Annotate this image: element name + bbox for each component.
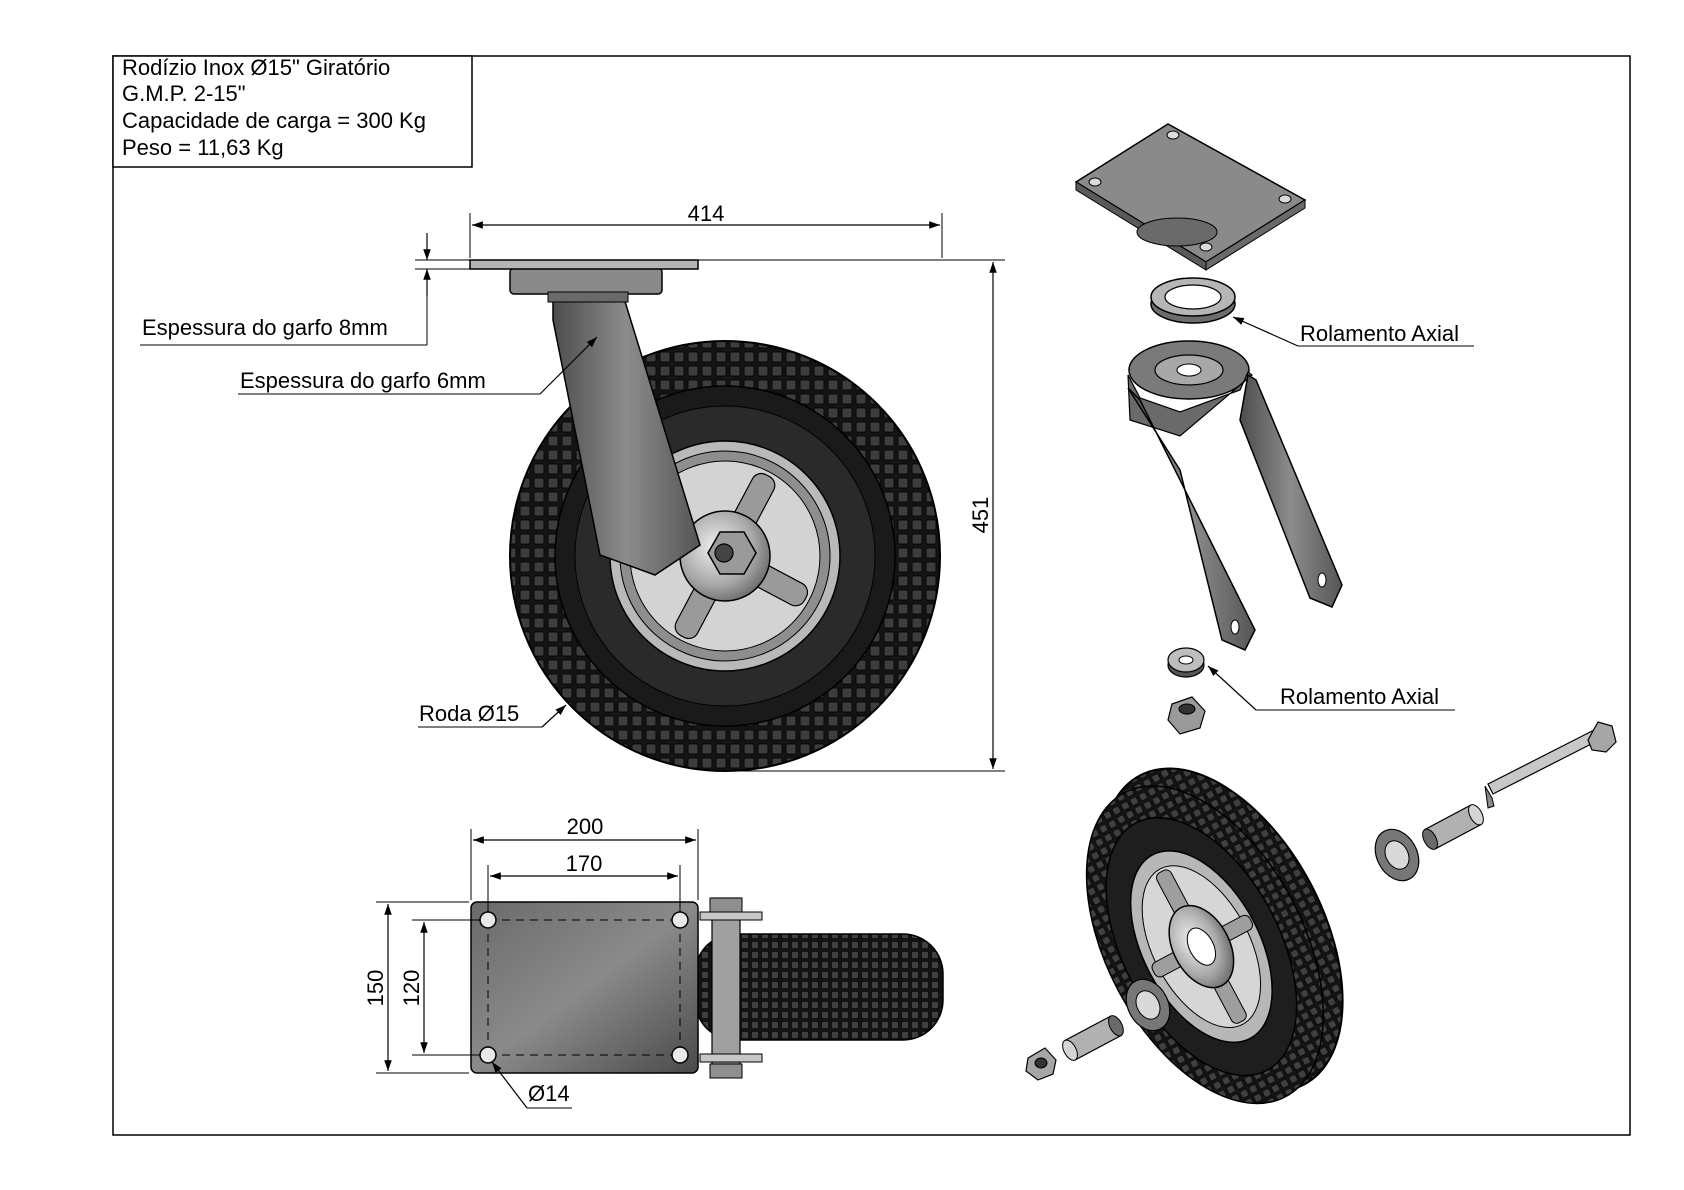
exploded-axle-bolt — [1484, 721, 1617, 809]
exploded-wheel — [1085, 767, 1344, 1105]
title-line-product: Rodízio Inox Ø15" Giratório — [122, 55, 390, 80]
title-block: Rodízio Inox Ø15" Giratório G.M.P. 2-15"… — [112, 55, 473, 168]
dimension-overall-height: 451 — [968, 497, 993, 534]
exploded-spacer-right — [1422, 804, 1484, 850]
callout-fork-thickness-6mm: Espessura do garfo 6mm — [240, 368, 486, 393]
sheet-border — [112, 55, 1631, 1136]
exploded-view-wheel — [1025, 721, 1617, 1105]
dimension-hole-spacing-x: 170 — [566, 851, 603, 876]
exploded-spacer-left — [1062, 1015, 1124, 1061]
exploded-axial-bearing-top — [1150, 277, 1236, 324]
title-line-capacity: Capacidade de carga = 300 Kg — [122, 108, 426, 133]
side-view: 414 451 Espessura do garfo 8mm Espessura… — [140, 201, 1005, 772]
dimension-plate-depth: 150 — [363, 970, 388, 1007]
exploded-axial-bearing-bottom — [1167, 647, 1205, 678]
side-view-swivel-head — [509, 267, 663, 295]
dimension-overall-width: 414 — [688, 201, 725, 226]
mounting-holes — [479, 911, 689, 1064]
top-view: 200 170 150 120 Ø14 — [363, 814, 944, 1109]
side-view-top-plate — [469, 259, 699, 270]
title-line-model: G.M.P. 2-15" — [122, 81, 246, 106]
top-view-plate — [470, 901, 699, 1074]
title-line-weight: Peso = 11,63 Kg — [122, 135, 284, 160]
exploded-bearing-right — [1374, 828, 1420, 882]
callout-axial-bearing-top: Rolamento Axial — [1300, 321, 1459, 346]
exploded-king-pin-nut — [1167, 696, 1206, 735]
dimension-hole-spacing-y: 120 — [399, 970, 424, 1007]
callout-axial-bearing-bottom: Rolamento Axial — [1280, 684, 1439, 709]
dimension-hole-diameter: Ø14 — [528, 1081, 570, 1106]
dimension-plate-width: 200 — [567, 814, 604, 839]
callout-wheel: Roda Ø15 — [419, 701, 519, 726]
exploded-view-swivel: Rolamento Axial Rolamento Axial — [1074, 123, 1474, 735]
exploded-fork — [1127, 340, 1343, 651]
exploded-bearing-left — [1125, 978, 1171, 1032]
callout-fork-thickness-8mm: Espessura do garfo 8mm — [142, 315, 388, 340]
